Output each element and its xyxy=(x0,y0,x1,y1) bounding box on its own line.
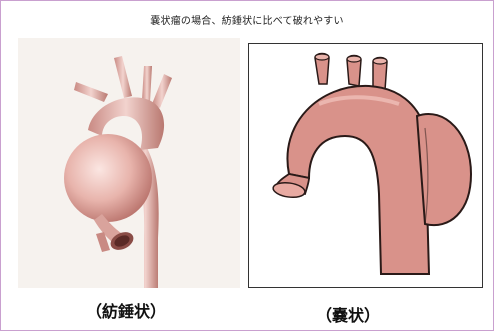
fusiform-aneurysm-illustration xyxy=(18,38,240,288)
fusiform-panel xyxy=(18,38,240,288)
saccular-caption: （嚢状） xyxy=(316,306,380,326)
saccular-aneurysm-illustration xyxy=(249,44,484,289)
saccular-panel xyxy=(248,43,483,288)
fusiform-caption: （紡錘状） xyxy=(86,302,166,322)
figure-title: 嚢状瘤の場合、紡錘状に比べて破れやすい xyxy=(0,16,494,28)
